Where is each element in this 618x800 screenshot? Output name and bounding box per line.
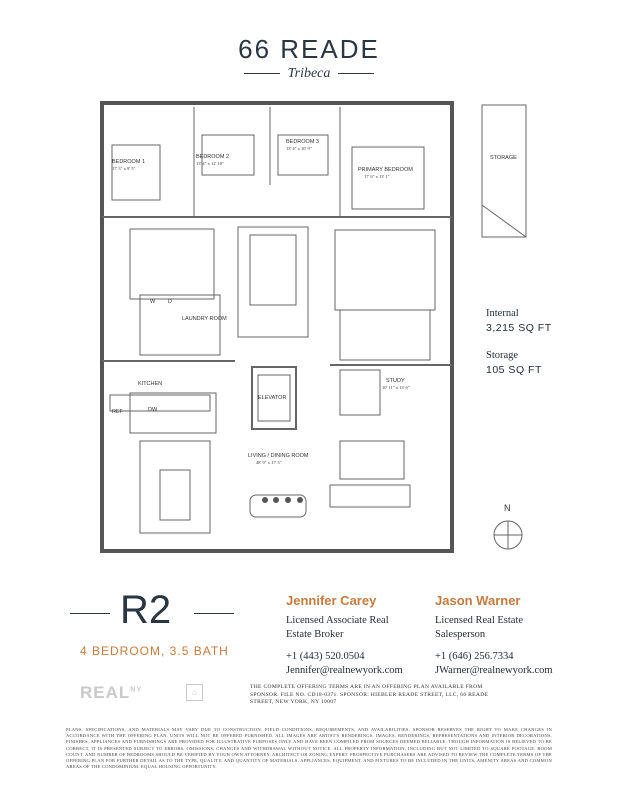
stair-core: [237, 226, 309, 338]
subtitle-rule-right: [338, 73, 375, 75]
storage-plan: [481, 104, 527, 238]
kitchen-dw: DW: [148, 407, 158, 413]
agent-title: Licensed Real Estate Salesperson: [435, 614, 553, 642]
room-primary: PRIMARY BEDROOM: [358, 167, 413, 173]
internal-value: 3,215 SQ FT: [486, 322, 552, 334]
room-laundry: LAUNDRY ROOM: [182, 316, 227, 322]
agent-name: Jennifer Carey: [286, 593, 377, 608]
storage-label: Storage: [486, 350, 519, 361]
unit-label: R2: [120, 588, 172, 632]
kitchen-ref: REF: [112, 409, 124, 415]
room-bedroom1: BEDROOM 1: [112, 159, 145, 165]
disclaimer-text: Plans, specifications, and materials may…: [66, 727, 552, 770]
agent-name: Jason Warner: [435, 593, 521, 608]
agent-card: Jason Warner Licensed Real Estate Salesp…: [435, 593, 553, 678]
room-study: STUDY: [386, 378, 405, 384]
page-title: 66 READE: [238, 34, 380, 64]
logo-text: REAL: [80, 683, 131, 702]
compass-n: N: [504, 503, 511, 513]
agent-title-line2: Salesperson: [435, 629, 486, 640]
subtitle-text: Tribeca: [287, 66, 331, 81]
laundry-w: W: [150, 299, 156, 305]
laundry-d: D: [168, 299, 172, 305]
room-primary-dims: 17' 6" x 13' 1": [364, 174, 390, 179]
subtitle-rule-left: [243, 73, 280, 75]
equal-housing-icon: ⌂: [186, 684, 203, 701]
internal-label: Internal: [486, 308, 519, 319]
room-living-dims: 48' 9" x 17' 5": [256, 460, 282, 465]
room-bedroom3-dims: 13' 4" x 10' 9": [286, 146, 312, 151]
room-bedroom2: BEDROOM 2: [196, 154, 229, 160]
elevator-shaft: [251, 366, 297, 430]
agent-phone[interactable]: +1 (443) 520.0504: [286, 651, 365, 662]
outer-wall: [100, 101, 454, 553]
agent-card: Jennifer Carey Licensed Associate Real E…: [286, 593, 403, 678]
room-kitchen: KITCHEN: [138, 381, 162, 387]
room-bedroom2-dims: 13' 4" x 12' 10": [196, 161, 224, 166]
storage-value: 105 SQ FT: [486, 364, 542, 376]
unit-rule-left: [70, 613, 110, 614]
room-bedroom3: BEDROOM 3: [286, 139, 319, 145]
room-living: LIVING / DINING ROOM: [248, 453, 309, 459]
agent-title: Licensed Associate Real Estate Broker: [286, 614, 403, 642]
room-elevator: ELEVATOR: [258, 395, 286, 401]
floor-plan: BEDROOM 1 17' 3" x 9' 5" BEDROOM 2 13' 4…: [100, 101, 527, 553]
logo-sup: NY: [130, 686, 143, 694]
agent-email[interactable]: Jennifer@realnewyork.com: [286, 665, 403, 676]
offering-text: The complete offering terms are in an of…: [250, 684, 489, 705]
agent-phone[interactable]: +1 (646) 256.7334: [435, 651, 514, 662]
agent-title-line2: Estate Broker: [286, 629, 344, 640]
room-storage: STORAGE: [490, 155, 517, 161]
room-bedroom1-dims: 17' 3" x 9' 5": [112, 166, 135, 171]
brand-logo: REALNY: [80, 683, 142, 703]
room-study-dims: 10' 11" x 13' 6": [382, 385, 410, 390]
page-subtitle: Tribeca: [0, 66, 618, 82]
agent-title-line1: Licensed Real Estate: [435, 615, 524, 626]
agent-title-line1: Licensed Associate Real: [286, 615, 389, 626]
bed-bath-count: 4 BEDROOM, 3.5 BATH: [80, 644, 229, 658]
unit-rule-right: [194, 613, 234, 614]
agent-email[interactable]: JWarner@realnewyork.com: [435, 665, 553, 676]
